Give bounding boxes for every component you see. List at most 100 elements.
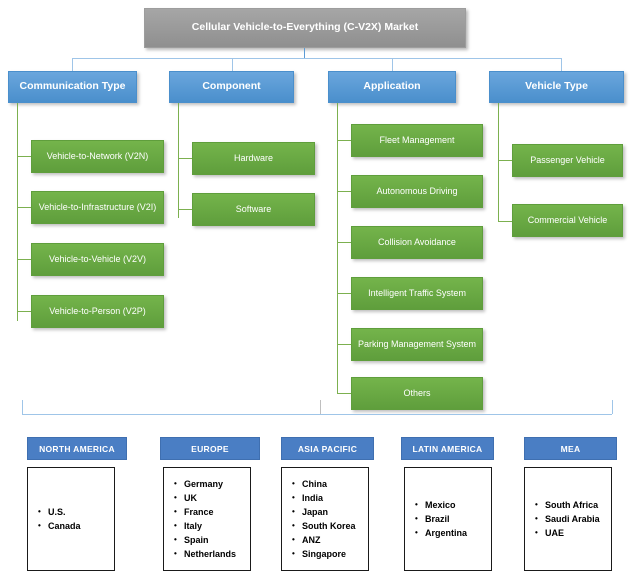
leaf-label: Collision Avoidance	[378, 237, 456, 248]
leaf-node-passenger-vehicle[interactable]: Passenger Vehicle	[512, 144, 623, 177]
leaf-label: Vehicle-to-Infrastructure (V2I)	[38, 202, 157, 213]
leaf-label: Others	[403, 388, 431, 399]
list-item: South Africa	[535, 498, 611, 512]
region-header-latin-america[interactable]: LATIN AMERICA	[401, 437, 494, 460]
leaf-label: Intelligent Traffic System	[368, 288, 466, 299]
list-item: Japan	[292, 505, 368, 519]
branch-stub-app-6	[337, 393, 351, 394]
country-list-north-america: U.S. Canada	[28, 505, 114, 533]
list-item: Mexico	[415, 498, 491, 512]
leaf-label: Vehicle-to-Network (V2N)	[46, 151, 149, 162]
list-item: ANZ	[292, 533, 368, 547]
branch-stub-app-3	[337, 242, 351, 243]
branch-stub-vehicle-1	[498, 160, 512, 161]
category-header-communication-type[interactable]: Communication Type	[8, 71, 137, 103]
category-label: Application	[363, 80, 421, 93]
leaf-node-parking-management-system[interactable]: Parking Management System	[351, 328, 483, 361]
list-item: France	[174, 505, 250, 519]
list-item: Argentina	[415, 526, 491, 540]
category-header-vehicle-type[interactable]: Vehicle Type	[489, 71, 624, 103]
list-item: U.S.	[38, 505, 114, 519]
category-bus-connector	[72, 58, 562, 59]
region-body-mea: South Africa Saudi Arabia UAE	[524, 467, 612, 571]
leaf-label: Software	[235, 204, 272, 215]
list-item: Brazil	[415, 512, 491, 526]
branch-trunk-communication-type	[17, 103, 18, 321]
root-node-market-title: Cellular Vehicle-to-Everything (C-V2X) M…	[144, 8, 466, 48]
leaf-label: Parking Management System	[357, 339, 477, 350]
leaf-node-commercial-vehicle[interactable]: Commercial Vehicle	[512, 204, 623, 237]
category-drop-connector-3	[392, 58, 393, 72]
branch-stub-app-4	[337, 293, 351, 294]
country-list-europe: Germany UK France Italy Spain Netherland…	[164, 477, 250, 561]
list-item: Netherlands	[174, 547, 250, 561]
leaf-label: Fleet Management	[379, 135, 455, 146]
region-bracket-end-right	[612, 400, 613, 414]
branch-stub-app-2	[337, 191, 351, 192]
region-body-north-america: U.S. Canada	[27, 467, 115, 571]
root-stem-connector	[304, 48, 305, 58]
branch-stub-comm-2	[17, 207, 31, 208]
category-drop-connector-2	[232, 58, 233, 72]
category-drop-connector-4	[561, 58, 562, 72]
leaf-node-v2v[interactable]: Vehicle-to-Vehicle (V2V)	[31, 243, 164, 276]
leaf-label: Vehicle-to-Vehicle (V2V)	[48, 254, 147, 265]
region-header-mea[interactable]: MEA	[524, 437, 617, 460]
category-label: Communication Type	[19, 80, 126, 93]
leaf-label: Vehicle-to-Person (V2P)	[49, 306, 146, 317]
region-name: MEA	[560, 443, 581, 454]
leaf-node-software[interactable]: Software	[192, 193, 315, 226]
branch-stub-app-5	[337, 344, 351, 345]
branch-stub-comm-1	[17, 156, 31, 157]
category-drop-connector-1	[72, 58, 73, 72]
country-list-mea: South Africa Saudi Arabia UAE	[525, 498, 611, 540]
leaf-node-collision-avoidance[interactable]: Collision Avoidance	[351, 226, 483, 259]
region-name: EUROPE	[191, 443, 229, 454]
leaf-node-intelligent-traffic-system[interactable]: Intelligent Traffic System	[351, 277, 483, 310]
branch-stub-app-1	[337, 140, 351, 141]
list-item: Saudi Arabia	[535, 512, 611, 526]
list-item: China	[292, 477, 368, 491]
leaf-label: Autonomous Driving	[376, 186, 458, 197]
branch-stub-comm-3	[17, 259, 31, 260]
region-name: NORTH AMERICA	[39, 443, 115, 454]
country-list-latin-america: Mexico Brazil Argentina	[405, 498, 491, 540]
leaf-node-others[interactable]: Others	[351, 377, 483, 410]
branch-trunk-component	[178, 103, 179, 218]
leaf-label: Commercial Vehicle	[527, 215, 608, 226]
leaf-node-v2i[interactable]: Vehicle-to-Infrastructure (V2I)	[31, 191, 164, 224]
leaf-label: Hardware	[233, 153, 273, 164]
leaf-node-hardware[interactable]: Hardware	[192, 142, 315, 175]
list-item: Canada	[38, 519, 114, 533]
category-header-component[interactable]: Component	[169, 71, 294, 103]
branch-stub-comm-4	[17, 311, 31, 312]
country-list-asia-pacific: China India Japan South Korea ANZ Singap…	[282, 477, 368, 561]
list-item: Spain	[174, 533, 250, 547]
branch-stub-vehicle-2	[498, 221, 512, 222]
region-header-north-america[interactable]: NORTH AMERICA	[27, 437, 127, 460]
list-item: South Korea	[292, 519, 368, 533]
list-item: Singapore	[292, 547, 368, 561]
leaf-node-fleet-management[interactable]: Fleet Management	[351, 124, 483, 157]
category-label: Component	[202, 80, 261, 93]
region-header-europe[interactable]: EUROPE	[160, 437, 260, 460]
list-item: UK	[174, 491, 250, 505]
region-name: ASIA PACIFIC	[297, 443, 358, 454]
branch-trunk-vehicle-type	[498, 103, 499, 222]
leaf-label: Passenger Vehicle	[530, 155, 605, 166]
branch-trunk-application	[337, 103, 338, 393]
region-bracket-stem	[320, 400, 321, 414]
root-node-label: Cellular Vehicle-to-Everything (C-V2X) M…	[191, 21, 419, 34]
region-bracket-bar	[22, 414, 612, 415]
region-bracket-end-left	[22, 400, 23, 414]
leaf-node-autonomous-driving[interactable]: Autonomous Driving	[351, 175, 483, 208]
region-header-asia-pacific[interactable]: ASIA PACIFIC	[281, 437, 374, 460]
region-name: LATIN AMERICA	[412, 443, 483, 454]
category-header-application[interactable]: Application	[328, 71, 456, 103]
category-label: Vehicle Type	[525, 80, 588, 93]
region-body-latin-america: Mexico Brazil Argentina	[404, 467, 492, 571]
region-body-europe: Germany UK France Italy Spain Netherland…	[163, 467, 251, 571]
leaf-node-v2p[interactable]: Vehicle-to-Person (V2P)	[31, 295, 164, 328]
region-body-asia-pacific: China India Japan South Korea ANZ Singap…	[281, 467, 369, 571]
leaf-node-v2n[interactable]: Vehicle-to-Network (V2N)	[31, 140, 164, 173]
